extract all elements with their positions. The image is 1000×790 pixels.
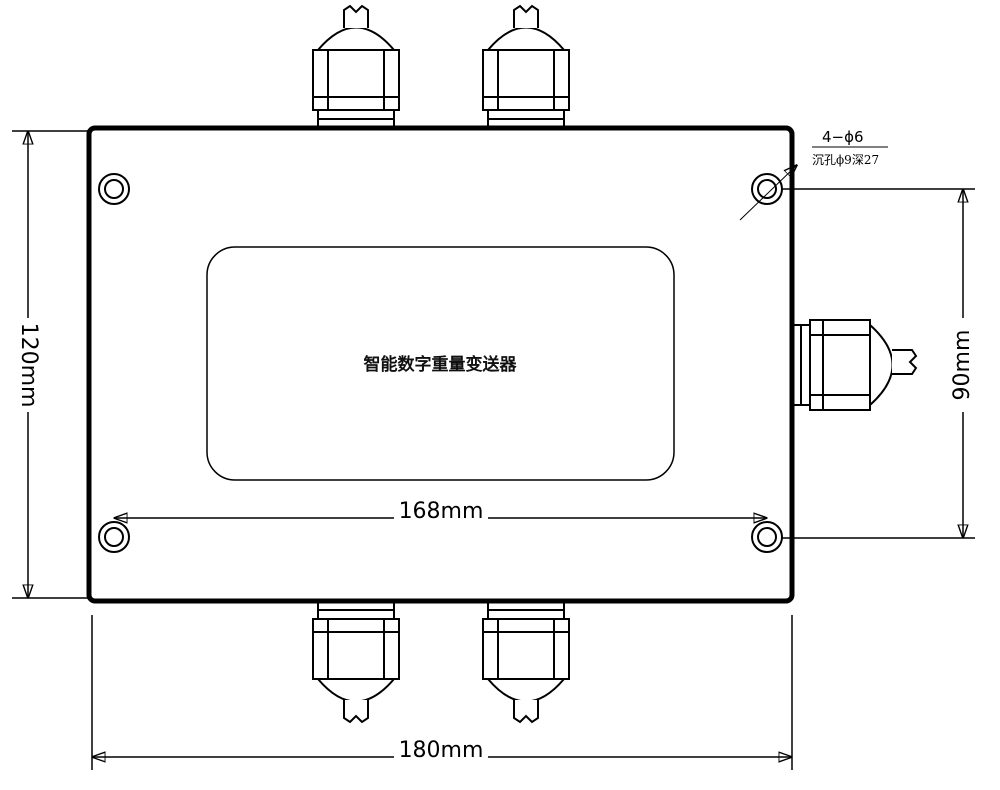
dimension-overall-height-label: 120mm [16,323,41,408]
dimension-overall-width [91,615,793,770]
dimension-hole-spacing-height-label: 90mm [950,330,975,401]
cable-gland-bottom-right [482,600,570,724]
dimension-hole-spacing-width-label: 168mm [399,499,484,524]
cable-gland-top-left [312,4,400,129]
hole-callout-leader [739,146,888,221]
cable-gland-bottom-left [312,600,400,724]
mounting-hole-top-left [98,173,130,205]
dimension-overall-height [12,130,89,599]
dimension-hole-spacing-height [782,188,975,539]
hole-callout-counterbore: 沉孔ϕ9深27 [812,153,879,167]
label-panel [206,246,675,481]
hole-callout-count-diameter: 4−ϕ6 [822,128,864,146]
dimension-overall-width-label: 180mm [399,738,484,763]
cable-gland-right [791,319,918,411]
device-label: 智能数字重量变送器 [364,354,518,375]
cable-gland-top-right [482,4,570,129]
